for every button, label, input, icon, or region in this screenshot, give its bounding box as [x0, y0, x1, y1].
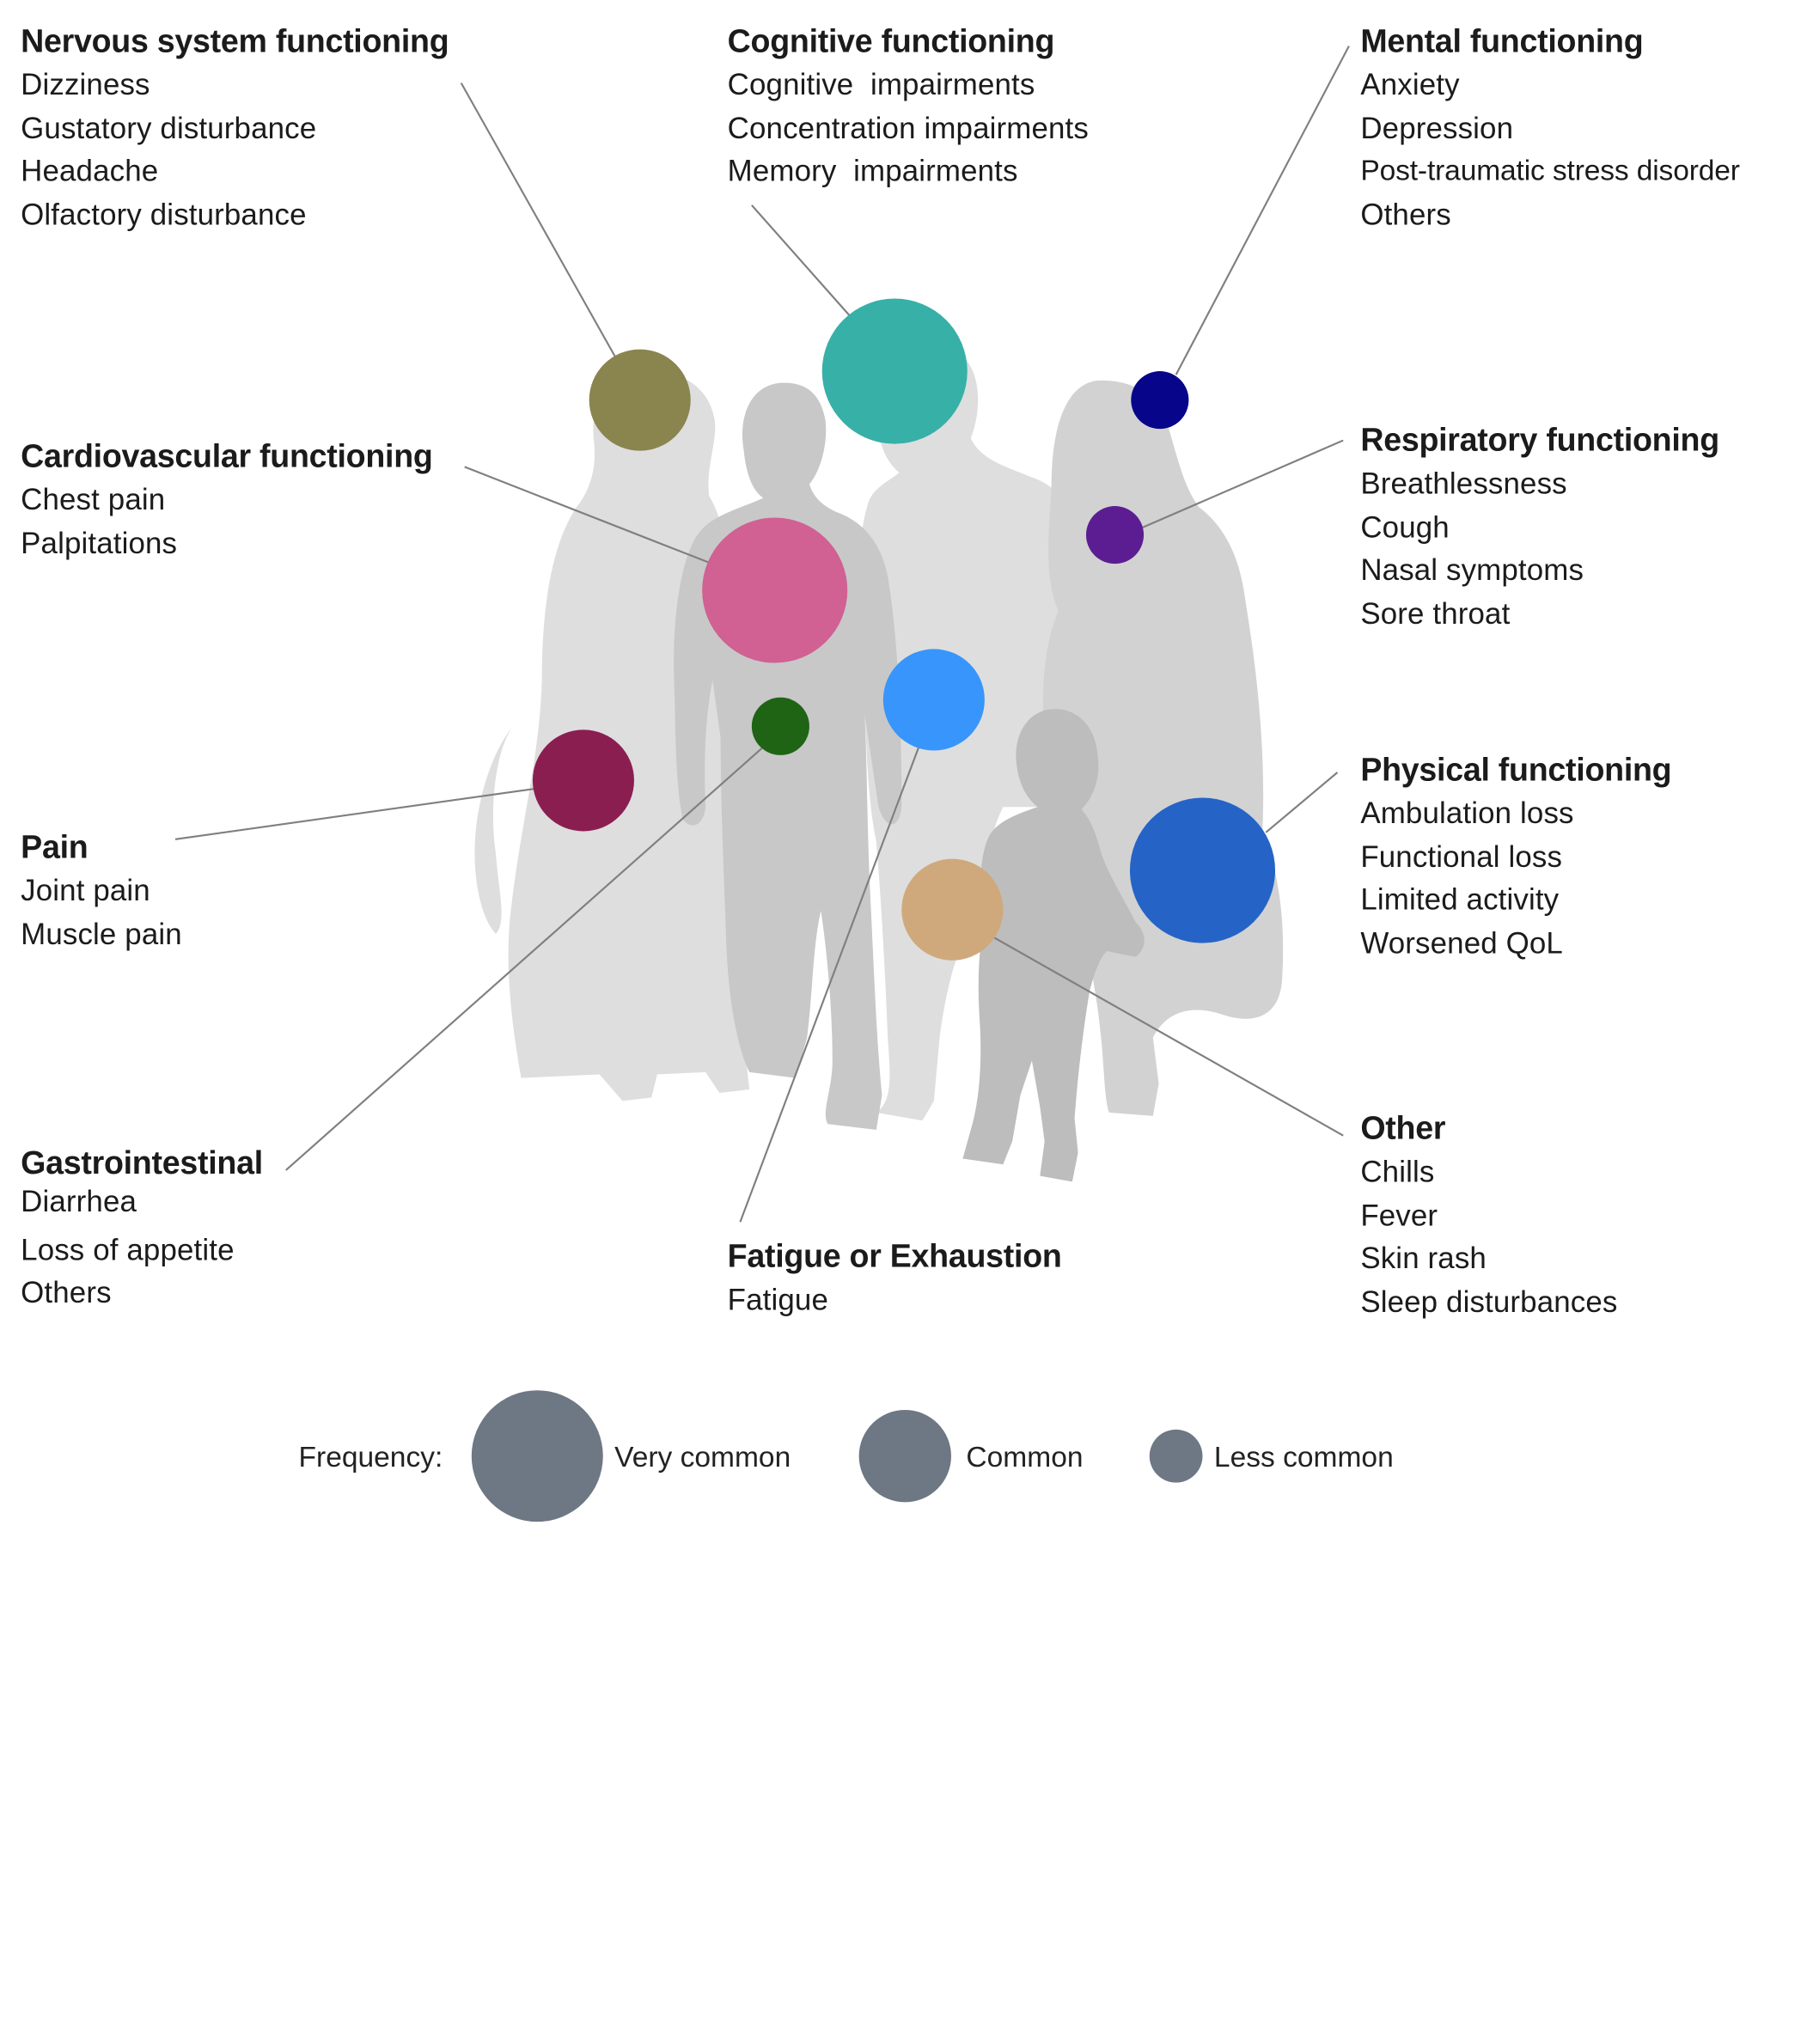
- symptom-item: Skin rash: [1360, 1241, 1487, 1276]
- symptom-item: Concentration impairments: [727, 110, 1089, 145]
- group-title: Gastrointestinal: [21, 1144, 263, 1181]
- connector-physical: [1265, 772, 1339, 833]
- symptom-bubbles: [532, 298, 1276, 961]
- group-title: Mental functioning: [1360, 22, 1644, 59]
- group-respiratory: Respiratory functioning Breathlessness C…: [1360, 418, 1719, 636]
- group-title: Physical functioning: [1360, 751, 1672, 788]
- bubble-pain: [532, 729, 634, 832]
- symptom-item: Loss of appetite: [21, 1231, 235, 1267]
- symptom-item: Worsened QoL: [1360, 925, 1563, 961]
- connector-nervous: [460, 82, 618, 361]
- connector-mental: [1175, 46, 1350, 375]
- symptom-item: Cough: [1360, 509, 1450, 544]
- group-cognitive: Cognitive functioning Cognitive impairme…: [728, 20, 1089, 194]
- group-other: Other Chills Fever Skin rash Sleep distu…: [1360, 1107, 1617, 1324]
- group-title: Respiratory functioning: [1360, 422, 1719, 458]
- legend-less-common-label: Less common: [1213, 1441, 1394, 1474]
- legend-common-label: Common: [966, 1441, 1084, 1474]
- silhouette-child: [962, 709, 1145, 1182]
- symptom-item: Chills: [1360, 1154, 1435, 1189]
- connector-cardio: [464, 466, 710, 564]
- group-title: Nervous system functioning: [21, 22, 449, 59]
- connector-gastro: [285, 746, 764, 1171]
- bubble-cardio: [702, 517, 848, 663]
- connector-pain: [174, 787, 537, 840]
- symptom-item: Olfactory disturbance: [21, 197, 307, 232]
- frequency-legend-markers: [471, 1390, 1203, 1522]
- symptom-item: Nasal symptoms: [1360, 552, 1584, 588]
- symptom-item: Fever: [1360, 1197, 1438, 1232]
- group-title: Pain: [21, 828, 89, 865]
- symptom-item: Palpitations: [21, 525, 178, 560]
- symptom-item: Breathlessness: [1360, 466, 1567, 501]
- group-nervous-system: Nervous system functioning Dizziness Gus…: [21, 20, 449, 237]
- connector-other: [991, 935, 1344, 1137]
- connector-lines: [174, 46, 1350, 1223]
- symptom-item: Gustatory disturbance: [21, 110, 317, 145]
- group-pain: Pain Joint pain Muscle pain: [21, 826, 182, 956]
- bubble-respiratory: [1085, 506, 1145, 564]
- symptom-item: Muscle pain: [21, 916, 182, 951]
- connector-cognitive: [751, 204, 852, 318]
- symptom-item: Diarrhea: [21, 1184, 137, 1219]
- legend-very-common-label: Very common: [614, 1441, 791, 1474]
- symptom-item: Anxiety: [1360, 66, 1460, 102]
- group-physical: Physical functioning Ambulation loss Fun…: [1360, 748, 1671, 966]
- group-cardiovascular: Cardiovascular functioning Chest pain Pa…: [21, 435, 433, 565]
- group-fatigue: Fatigue or Exhaustion Fatigue: [728, 1235, 1062, 1322]
- symptom-item: Others: [1360, 197, 1451, 232]
- symptom-item: Memory impairments: [727, 154, 1018, 189]
- symptom-item: Cognitive impairments: [727, 66, 1035, 102]
- legend-very-common-marker: [471, 1390, 603, 1522]
- bubble-fatigue: [882, 649, 985, 751]
- bubble-nervous: [589, 349, 691, 451]
- symptom-item: Others: [21, 1275, 112, 1310]
- bubble-gastro: [751, 697, 809, 755]
- bubble-physical: [1129, 797, 1276, 943]
- legend-less-common-marker: [1149, 1429, 1203, 1483]
- symptom-item: Joint pain: [21, 872, 150, 907]
- legend-label: Frequency:: [298, 1441, 443, 1474]
- illustration-layer: [174, 46, 1350, 1522]
- group-title: Other: [1360, 1110, 1446, 1146]
- symptom-item: Fatigue: [727, 1282, 828, 1317]
- symptom-item: Dizziness: [21, 66, 150, 102]
- symptom-item: Sore throat: [1360, 595, 1511, 632]
- connector-fatigue: [739, 743, 921, 1223]
- symptom-item: Post-traumatic stress disorder: [1360, 155, 1740, 187]
- symptom-item: Ambulation loss: [1360, 795, 1574, 831]
- silhouette-woman-left: [474, 371, 757, 1101]
- symptom-item: Limited activity: [1360, 882, 1560, 918]
- symptom-item: Sleep disturbances: [1360, 1284, 1618, 1320]
- bubble-cognitive: [821, 298, 968, 444]
- group-title: Fatigue or Exhaustion: [727, 1238, 1062, 1274]
- group-mental: Mental functioning Anxiety Depression Po…: [1360, 20, 1740, 237]
- symptom-item: Functional loss: [1360, 839, 1563, 874]
- group-gastrointestinal: Gastrointestinal Diarrhea Loss of appeti…: [21, 1141, 263, 1315]
- symptom-item: Headache: [21, 154, 159, 189]
- group-title: Cognitive functioning: [727, 22, 1055, 59]
- legend-common-marker: [858, 1410, 951, 1503]
- bubble-mental: [1131, 371, 1189, 430]
- bubble-other: [901, 858, 1004, 961]
- symptom-item: Chest pain: [21, 481, 166, 517]
- group-title: Cardiovascular functioning: [21, 437, 433, 474]
- symptom-item: Depression: [1360, 110, 1514, 145]
- connector-respiratory: [1140, 439, 1344, 529]
